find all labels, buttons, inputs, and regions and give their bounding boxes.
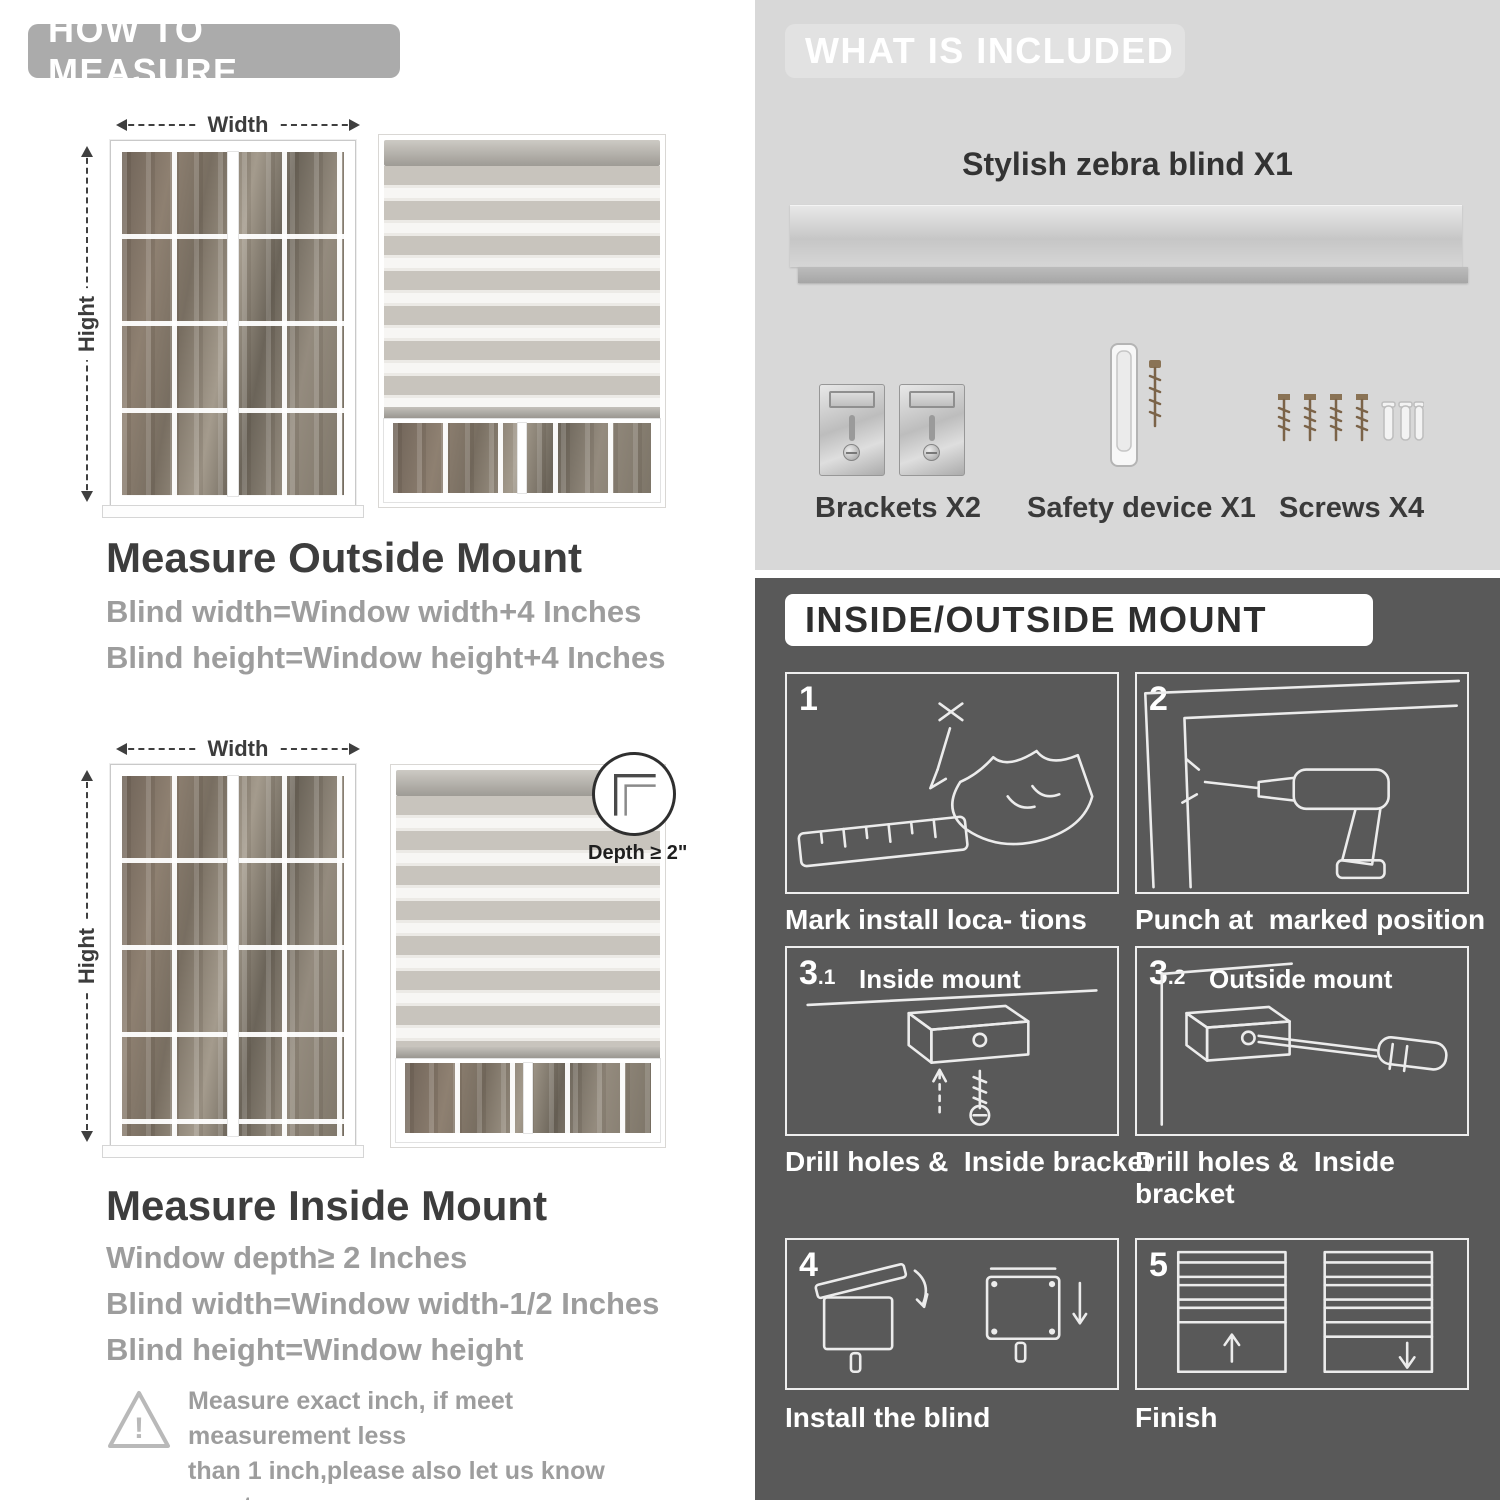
width-arrow-label: Width	[197, 736, 279, 762]
inside-mount-line: Window depth≥ 2 Inches	[106, 1240, 468, 1275]
window-below-blind	[395, 1058, 661, 1143]
step-number: 1	[799, 680, 818, 718]
width-arrow-label: Width	[197, 112, 279, 138]
step-number: 3.1	[799, 954, 836, 992]
outside-mount-line: Blind width=Window width+4 Inches	[106, 594, 642, 629]
depth-label: Depth ≥ 2"	[588, 842, 688, 864]
mount-header: INSIDE/OUTSIDE MOUNT	[785, 594, 1373, 646]
safety-device-icon	[1110, 343, 1162, 467]
brackets-label: Brackets X2	[815, 492, 982, 524]
bracket-icon	[819, 384, 885, 476]
window-below-blind	[383, 418, 661, 503]
step-caption: Drill holes & Inside bracket	[785, 1146, 1153, 1177]
inside-mount-line: Blind width=Window width-1/2 Inches	[106, 1286, 660, 1321]
headrail-illustration	[790, 205, 1468, 283]
screws-icon	[1277, 394, 1424, 442]
finish-illustration	[1176, 1250, 1434, 1374]
step-caption: Drill holes & Inside bracket	[1135, 1146, 1403, 1209]
step-number: 4	[799, 1246, 818, 1284]
step-box-3-1: 3.1 Inside mount	[785, 946, 1119, 1136]
outside-bracket-illustration	[1160, 962, 1448, 1126]
mount-steps-section: INSIDE/OUTSIDE MOUNT 1 Mark install loca…	[755, 578, 1500, 1500]
blind-stripes	[384, 166, 660, 407]
blind-bottomrail	[384, 407, 660, 419]
step-box-1: 1	[785, 672, 1119, 894]
zebra-blind-illustration	[378, 134, 666, 508]
window-panes	[122, 152, 344, 496]
window-corner-icon	[614, 774, 656, 816]
inside-bracket-illustration	[806, 989, 1098, 1126]
what-is-included-header: WHAT IS INCLUDED	[785, 24, 1185, 78]
what-is-included-section: WHAT IS INCLUDED Stylish zebra blind X1	[755, 0, 1500, 570]
window-illustration	[102, 140, 364, 518]
step-box-3-2: 3.2 Outside mount	[1135, 946, 1469, 1136]
step-number: 2	[1149, 680, 1168, 718]
bracket-icon	[899, 384, 965, 476]
step-box-5: 5	[1135, 1238, 1469, 1390]
screws-label: Screws X4	[1279, 492, 1425, 524]
height-arrow: Hight	[74, 770, 100, 1142]
step-caption: Punch at marked position	[1135, 904, 1486, 935]
depth-detail-circle	[592, 752, 676, 836]
width-arrow: Width	[116, 112, 360, 138]
width-arrow: Width	[116, 736, 360, 762]
inside-mount-label: Inside mount	[859, 964, 1021, 994]
safety-device-label: Safety device X1	[1027, 492, 1256, 524]
height-arrow-label: Hight	[74, 919, 100, 993]
inside-mount-line: Blind height=Window height	[106, 1332, 524, 1367]
blind-stripes	[396, 796, 660, 1047]
mark-locations-illustration	[797, 702, 1094, 868]
step-box-2: 2	[1135, 672, 1469, 894]
warning-triangle-icon: !	[108, 1391, 170, 1448]
step-caption: Finish	[1135, 1402, 1218, 1433]
outside-mount-title: Measure Outside Mount	[106, 534, 583, 581]
how-to-measure-section: HOW TO MEASURE Width Hight Measure Outsi…	[28, 9, 688, 1500]
blind-headrail	[384, 140, 660, 166]
outside-mount-line: Blind height=Window height+4 Inches	[106, 640, 666, 675]
step-caption: Install the blind	[785, 1402, 991, 1433]
window-illustration	[102, 764, 364, 1158]
step-caption: Mark install loca- tions	[785, 904, 1087, 935]
height-arrow-label: Hight	[74, 287, 100, 361]
step-box-4: 4	[785, 1238, 1119, 1390]
how-to-measure-header: HOW TO MEASURE	[28, 9, 400, 92]
drill-illustration	[1143, 679, 1461, 889]
measurement-note: Measure exact inch, if meet measurement …	[188, 1387, 605, 1500]
inside-mount-title: Measure Inside Mount	[106, 1182, 548, 1229]
window-panes	[122, 776, 344, 1136]
blind-bottomrail	[396, 1047, 660, 1059]
included-blind-label: Stylish zebra blind X1	[962, 146, 1293, 182]
install-blind-illustration	[814, 1262, 1088, 1374]
svg-text:!: !	[134, 1412, 144, 1445]
step-number: 5	[1149, 1246, 1168, 1284]
height-arrow: Hight	[74, 146, 100, 502]
